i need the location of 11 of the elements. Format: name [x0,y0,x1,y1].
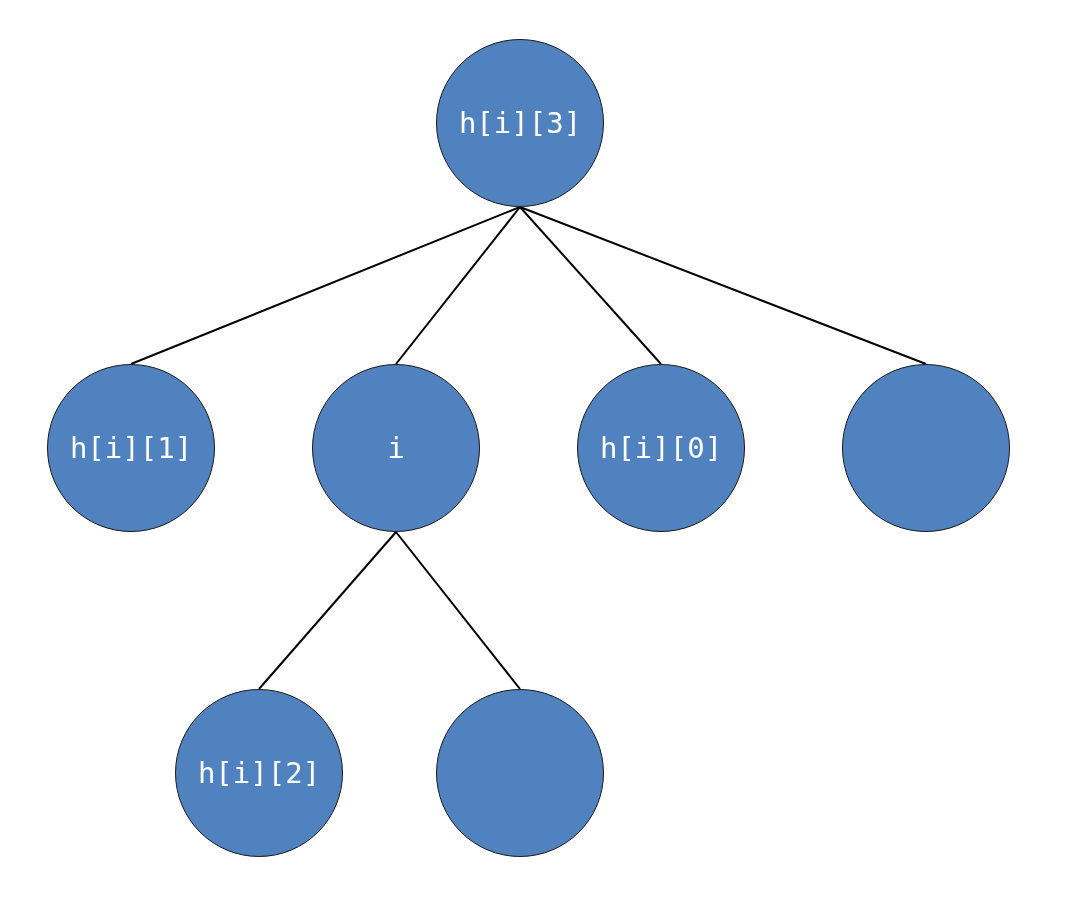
connector-line [130,206,521,365]
node-label: h[i][3] [458,106,582,140]
connector-line [519,206,927,365]
node-label: i [387,431,405,465]
node-label: h[i][1] [69,431,193,465]
connector-line [395,206,521,365]
node-label: h[i][0] [599,431,723,465]
node-label: h[i][2] [197,756,321,790]
connector-line [519,206,662,365]
connector-line [395,531,521,690]
connector-line [258,531,397,690]
